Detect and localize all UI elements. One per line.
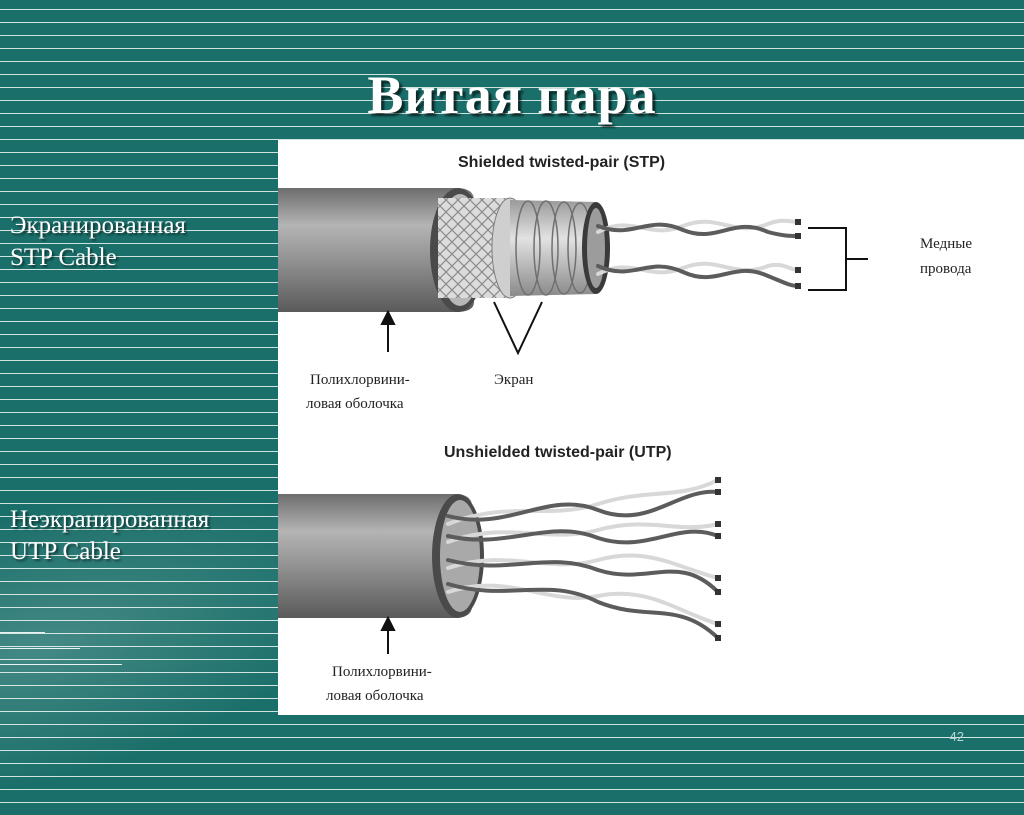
stp-side-label-line1: Экранированная (10, 212, 186, 239)
stp-heading: Shielded twisted-pair (STP) (458, 154, 665, 171)
utp-wire-ends (715, 477, 721, 641)
slide-title: Витая пара (367, 65, 657, 125)
stp-jacket-arrow (380, 309, 396, 352)
utp-heading: Unshielded twisted-pair (UTP) (444, 444, 672, 461)
decorative-dash (0, 664, 122, 665)
utp-side-label-line1: Неэкранированная (10, 506, 210, 533)
stp-shield (510, 200, 610, 296)
page-number: 42 (949, 729, 964, 744)
stp-side-label: Экранированная STP Cable (10, 210, 186, 274)
shield-label: Экран (494, 372, 533, 388)
cable-diagram-panel: Shielded twisted-pair (STP) (278, 140, 1024, 715)
utp-jacket-label-line2: ловая оболочка (326, 688, 424, 704)
copper-wires-bracket (808, 227, 868, 291)
stp-jacket-label-line1: Полихлорвини- (310, 372, 410, 388)
cable-diagram: Shielded twisted-pair (STP) (278, 154, 972, 704)
utp-twisted-pairs (446, 478, 720, 640)
utp-side-label: Неэкранированная UTP Cable (10, 504, 209, 568)
copper-wires-label-line1: Медные (920, 236, 972, 252)
utp-jacket (278, 494, 484, 618)
utp-jacket-arrow (380, 615, 396, 654)
utp-jacket-label-line1: Полихлорвини- (332, 664, 432, 680)
stp-jacket-label-line2: ловая оболочка (306, 396, 404, 412)
utp-side-label-line2: UTP Cable (10, 538, 121, 565)
copper-wires-label-line2: провода (920, 261, 972, 277)
stp-twisted-pairs (596, 218, 800, 288)
decorative-dash (0, 648, 80, 649)
stp-wire-ends (795, 219, 801, 289)
stp-side-label-line2: STP Cable (10, 244, 117, 271)
stp-shield-arrows (493, 301, 543, 356)
decorative-dash (0, 632, 45, 633)
